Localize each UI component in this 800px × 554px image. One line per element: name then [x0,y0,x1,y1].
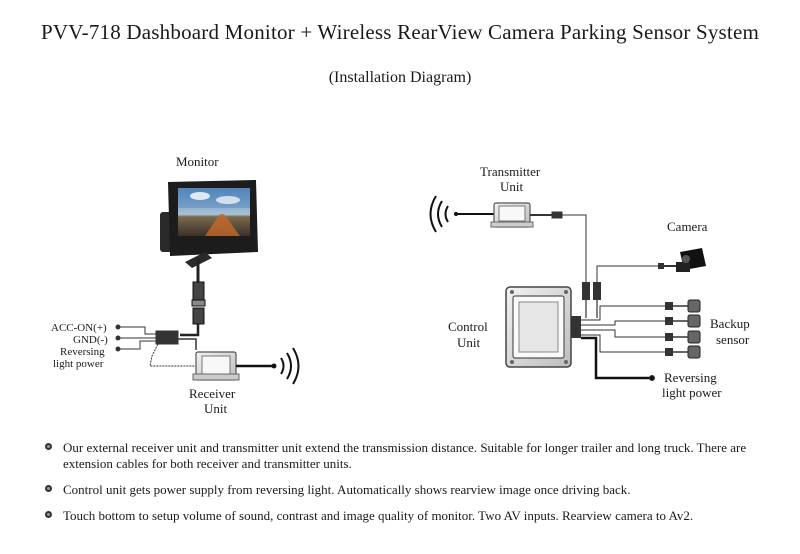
reversing-label-line2: light power [53,358,104,370]
control-unit [505,286,581,368]
control-label-line1: Control [448,319,488,334]
receiver-unit [192,351,277,381]
reversing-power-label-line2: light power [662,385,722,400]
monitor-device [160,180,258,268]
transmitter-wireless-icon [429,195,449,233]
page-subtitle: (Installation Diagram) [328,69,472,86]
note-text: Control unit gets power supply from reve… [63,482,631,497]
note-item: Touch bottom to setup volume of sound, c… [45,508,785,524]
backup-sensor-label-line2: sensor [716,332,750,347]
transmitter-label-line1: Transmitter [480,164,541,179]
bullet-icon [45,511,52,518]
control-label-line2: Unit [457,335,481,350]
note-text: Our external receiver unit and transmitt… [63,440,747,471]
gnd-label: GND(-) [73,334,108,346]
camera-label: Camera [667,219,708,234]
sensor-harness [581,305,665,381]
receiver-label-line2: Unit [204,401,228,416]
receiver-wireless-icon [280,347,300,385]
backup-sensor-label-line1: Backup [710,316,750,331]
receiver-label-line1: Receiver [189,386,236,401]
page-title: PVV-718 Dashboard Monitor + Wireless Rea… [40,20,760,44]
backup-sensors [665,299,701,359]
transmitter-unit [454,202,534,228]
reversing-power-label-line1: Reversing [664,370,717,385]
camera-device [658,248,706,272]
bullet-icon [45,443,52,450]
control-connectors [582,282,601,318]
transmitter-cable [530,211,587,282]
note-item: Our external receiver unit and transmitt… [45,440,785,472]
notes-list: Our external receiver unit and transmitt… [45,440,785,534]
camera-cable [596,265,658,282]
reversing-label-line1: Reversing [60,346,105,358]
transmitter-label-line2: Unit [500,179,524,194]
monitor-cable [180,258,206,337]
acc-on-label: ACC-ON(+) [51,322,107,334]
installation-diagram: Monitor ACC-ON(+) GND(-) Reversing light… [51,154,750,416]
power-harness [115,324,197,367]
monitor-label: Monitor [176,154,219,169]
bullet-icon [45,485,52,492]
note-item: Control unit gets power supply from reve… [45,482,785,498]
note-text: Touch bottom to setup volume of sound, c… [63,508,694,523]
